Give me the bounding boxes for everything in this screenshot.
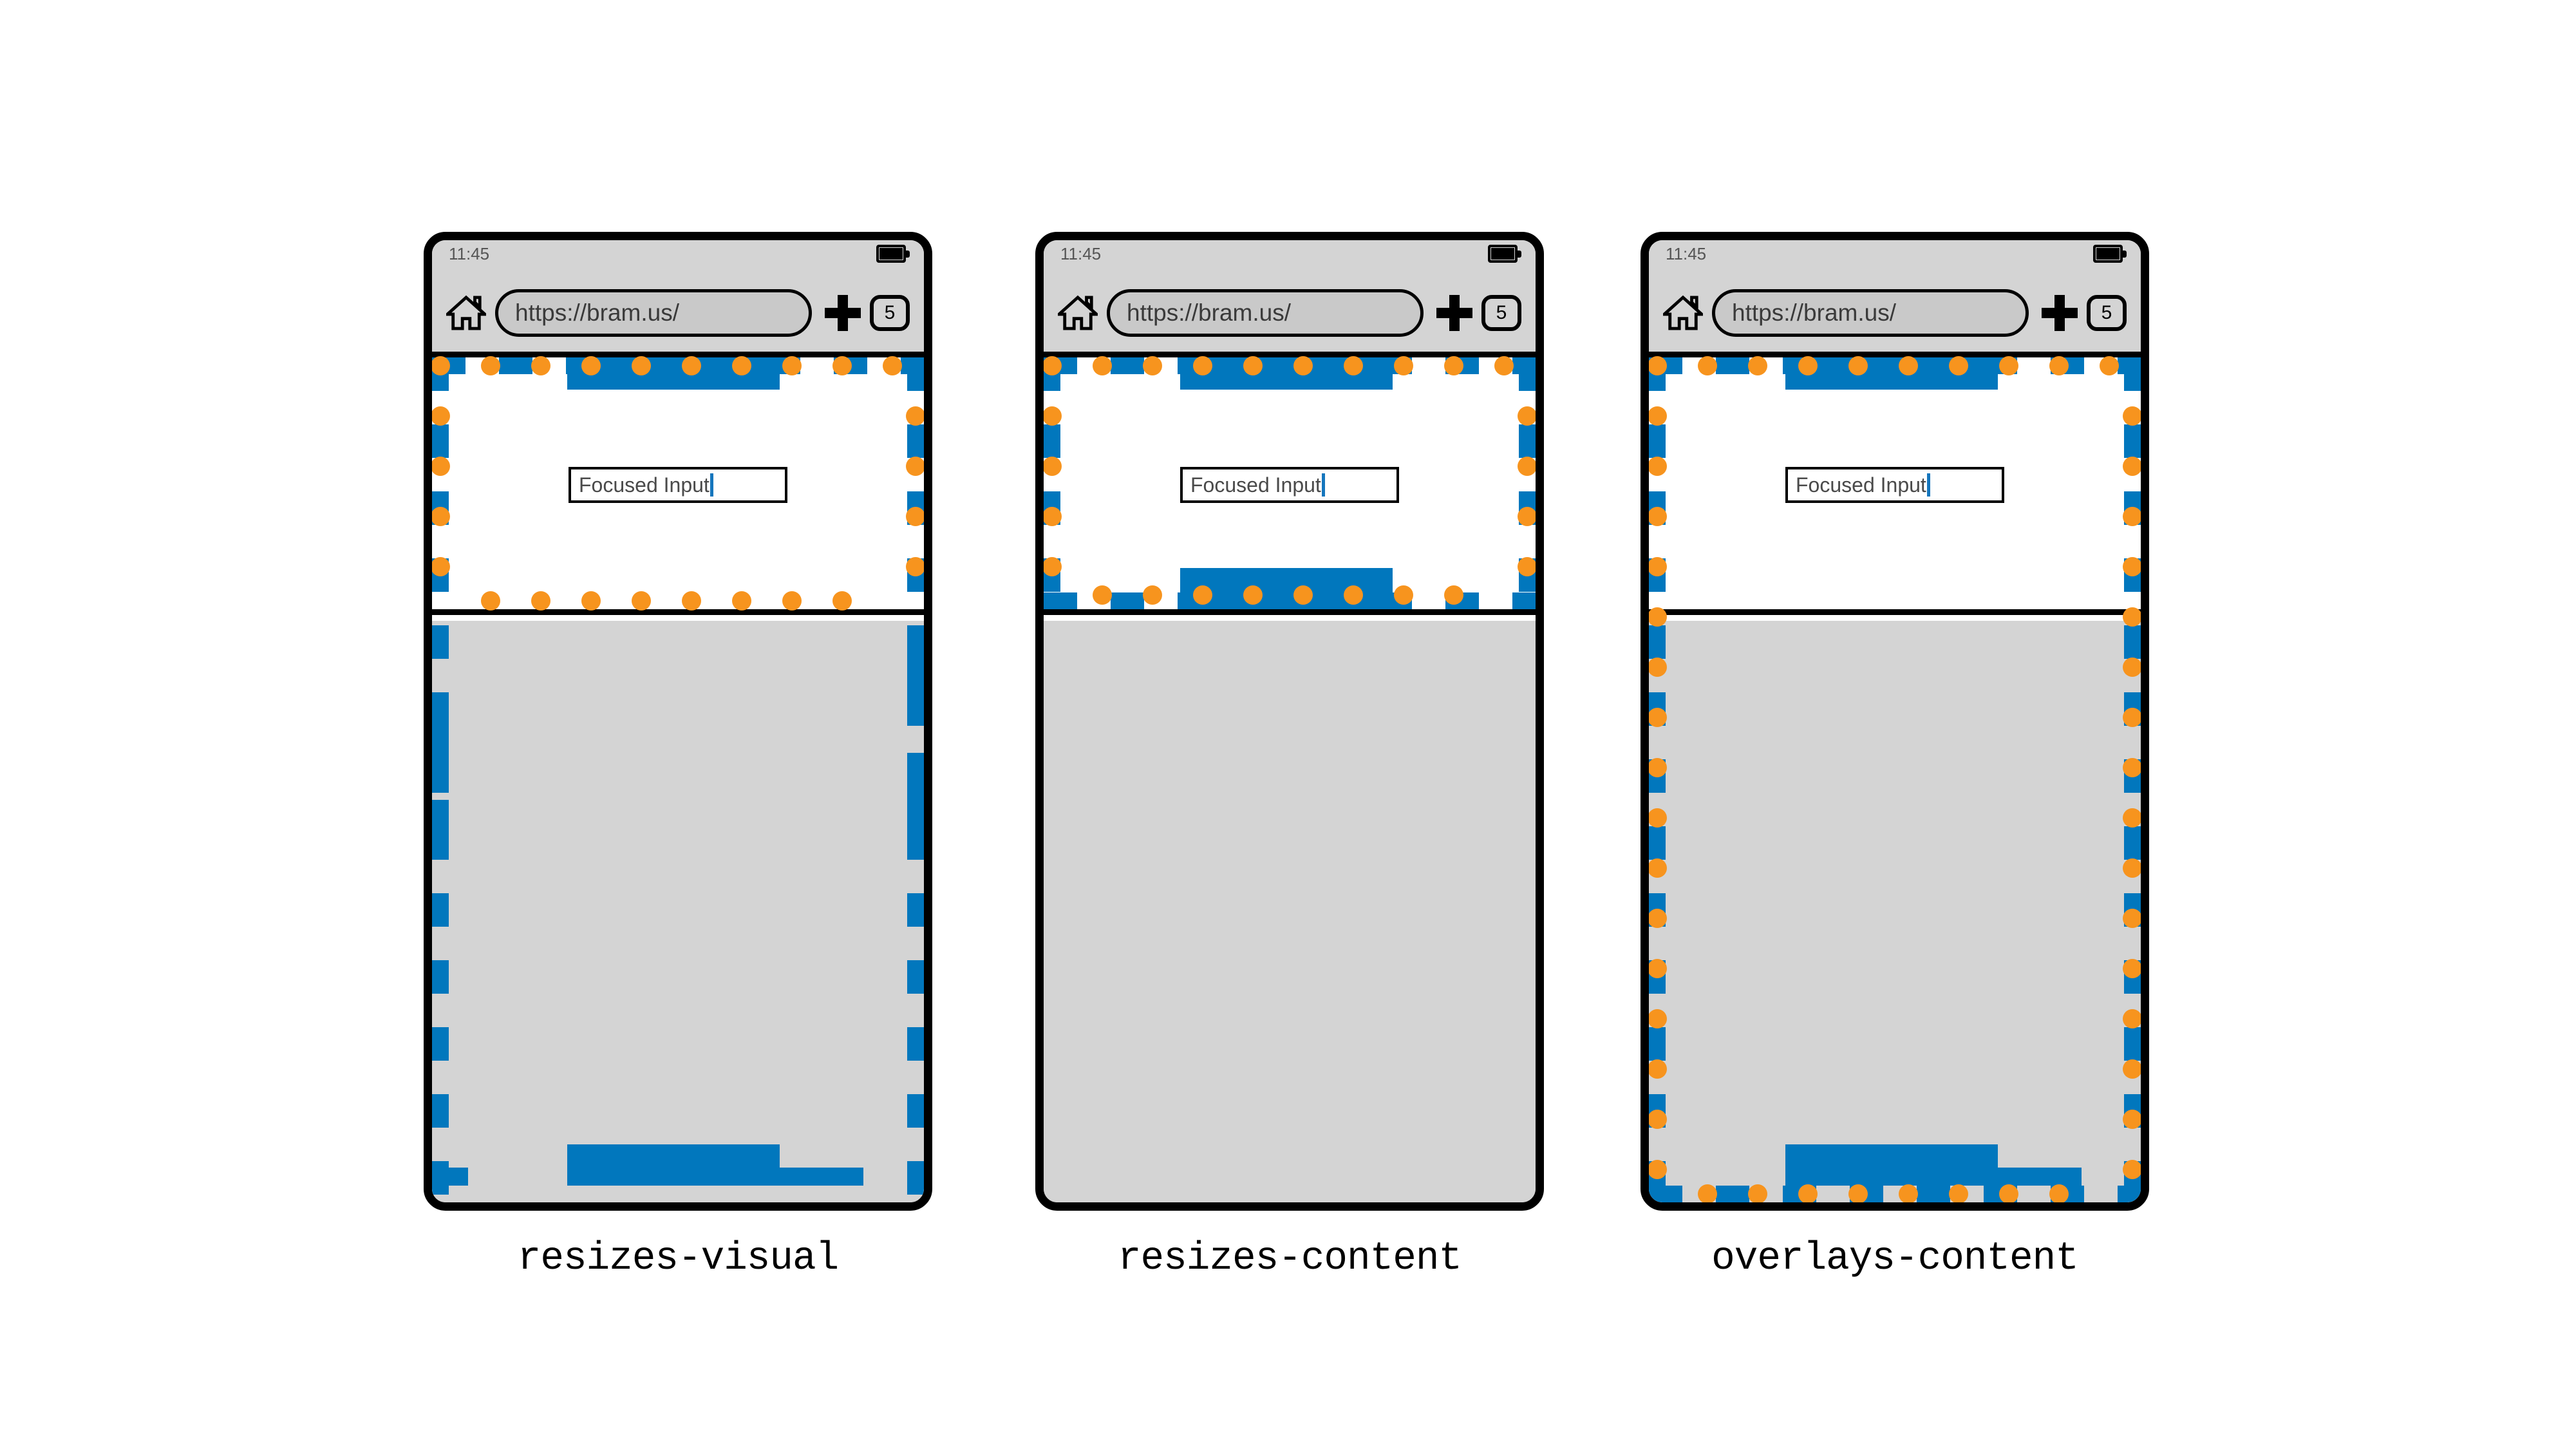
blue-side-block-left-lower [432,800,449,859]
url-bar[interactable]: https://bram.us/ [1107,289,1424,337]
panel-overlays-content: 11:45 https://bram.us/ 5 [1641,232,2149,1281]
panel-caption: overlays-content [1711,1236,2079,1281]
home-icon[interactable] [1058,295,1098,331]
url-bar[interactable]: https://bram.us/ [1712,289,2029,337]
blue-footer-block-tail [780,1168,863,1186]
focused-input-value: Focused Input [1796,473,1926,497]
panel-resizes-visual: 11:45 https://bram.us/ 5 [424,232,932,1281]
focused-input-field[interactable]: Focused Input [1180,467,1399,503]
focused-input-value: Focused Input [579,473,710,497]
browser-toolbar: https://bram.us/ 5 [1649,274,2141,352]
tab-count-label: 5 [884,301,896,323]
blue-footer-block [567,1144,780,1186]
text-caret [1926,473,1930,497]
text-caret [1321,473,1325,497]
battery-full-icon [2093,245,2127,263]
panel-caption: resizes-content [1117,1236,1462,1281]
focused-input-field[interactable]: Focused Input [569,467,787,503]
tab-count-label: 5 [2101,301,2112,323]
plus-icon[interactable] [825,294,861,331]
status-clock: 11:45 [1060,244,1102,263]
url-text: https://bram.us/ [1732,299,1896,326]
browser-chrome: 11:45 https://bram.us/ 5 [432,240,924,357]
status-clock: 11:45 [449,244,490,263]
blue-footer-block [1785,1144,1998,1186]
blue-header-block [1180,357,1393,390]
plus-icon[interactable] [2042,294,2078,331]
focused-input-value: Focused Input [1190,473,1321,497]
on-screen-keyboard [432,621,924,1202]
phone-frame: 11:45 https://bram.us/ 5 [1641,232,2149,1211]
blue-side-block-right-lower [907,753,924,830]
on-screen-keyboard [1044,621,1536,1202]
url-text: https://bram.us/ [1127,299,1291,326]
tab-count-button[interactable]: 5 [870,294,910,331]
on-screen-keyboard [1649,621,2141,1202]
status-bar: 11:45 [1649,240,2141,274]
status-clock: 11:45 [1666,244,1707,263]
blue-footer-block-left-foot [432,1168,468,1186]
focused-input-field[interactable]: Focused Input [1785,467,2004,503]
tab-count-button[interactable]: 5 [2087,294,2127,331]
tab-count-label: 5 [1496,301,1507,323]
blue-side-block-left [432,711,449,782]
status-bar: 11:45 [432,240,924,274]
panel-resizes-content: 11:45 https://bram.us/ 5 [1035,232,1544,1281]
phone-frame: 11:45 https://bram.us/ 5 [424,232,932,1211]
text-caret [710,473,713,497]
layout-viewport: Focused Input [1044,357,1536,615]
phone-frame: 11:45 https://bram.us/ 5 [1035,232,1544,1211]
battery-full-icon [1488,245,1521,263]
blue-footer-block [1180,568,1393,609]
blue-footer-block-tail [1998,1168,2082,1186]
blue-header-block [1785,357,1998,390]
visual-viewport: Focused Input [432,357,924,615]
browser-chrome: 11:45 https://bram.us/ 5 [1044,240,1536,357]
panel-caption: resizes-visual [517,1236,839,1281]
plus-icon[interactable] [1436,294,1472,331]
blue-side-block-right [907,638,924,721]
browser-chrome: 11:45 https://bram.us/ 5 [1649,240,2141,357]
browser-toolbar: https://bram.us/ 5 [432,274,924,352]
url-text: https://bram.us/ [515,299,679,326]
status-bar: 11:45 [1044,240,1536,274]
blue-header-block [567,357,780,390]
url-bar[interactable]: https://bram.us/ [495,289,812,337]
tab-count-button[interactable]: 5 [1481,294,1521,331]
browser-toolbar: https://bram.us/ 5 [1044,274,1536,352]
home-icon[interactable] [446,295,486,331]
battery-full-icon [876,245,910,263]
home-icon[interactable] [1663,295,1703,331]
visual-viewport: Focused Input [1649,357,2141,615]
